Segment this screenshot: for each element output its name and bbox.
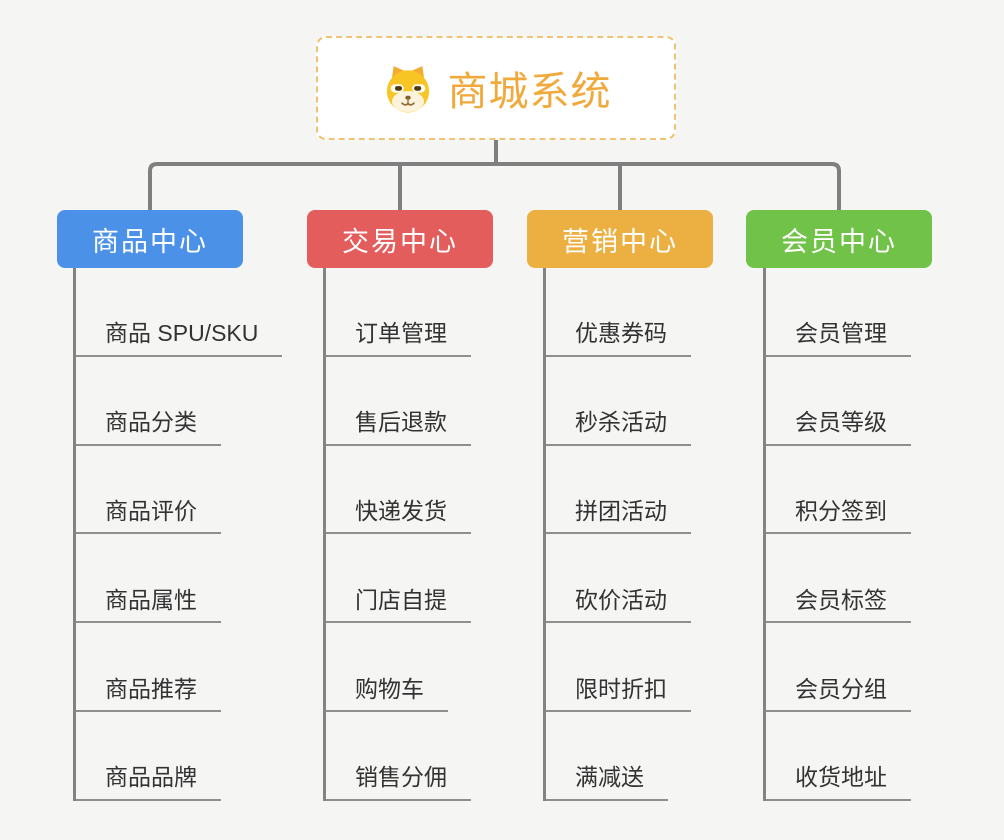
child-topic-label: 商品推荐 bbox=[73, 676, 221, 712]
child-topic-label: 会员管理 bbox=[763, 320, 911, 357]
branch-children: 商品 SPU/SKU 商品分类商品评价商品属性商品推荐商品品牌 bbox=[73, 268, 283, 801]
child-topic-label: 限时折扣 bbox=[543, 676, 691, 712]
child-topic-label: 订单管理 bbox=[323, 320, 471, 357]
child-topic-label: 收货地址 bbox=[763, 764, 911, 801]
child-topic-label: 会员等级 bbox=[763, 409, 911, 446]
child-topic[interactable]: 商品评价 bbox=[73, 446, 282, 535]
child-topic-label: 商品分类 bbox=[73, 409, 221, 446]
branch-trunk-line bbox=[763, 268, 766, 801]
child-topic-label: 会员分组 bbox=[763, 676, 911, 712]
child-topic-label: 商品品牌 bbox=[73, 764, 221, 801]
child-topic[interactable]: 商品推荐 bbox=[73, 623, 282, 712]
branch-topic-label: 交易中心 bbox=[342, 226, 458, 257]
child-topic[interactable]: 会员分组 bbox=[763, 623, 911, 712]
child-topic[interactable]: 购物车 bbox=[323, 623, 471, 712]
branch-children: 会员管理会员等级积分签到会员标签会员分组收货地址 bbox=[763, 268, 911, 801]
child-topic[interactable]: 快递发货 bbox=[323, 446, 471, 535]
child-topic-label: 商品 SPU/SKU bbox=[73, 320, 283, 357]
branch-topic-label: 商品中心 bbox=[92, 226, 208, 257]
root-topic[interactable]: 商城系统 bbox=[316, 36, 676, 140]
child-topic-label: 优惠券码 bbox=[543, 320, 691, 357]
child-topic[interactable]: 门店自提 bbox=[323, 534, 471, 624]
child-topic-label: 会员标签 bbox=[763, 587, 911, 624]
child-topic[interactable]: 拼团活动 bbox=[543, 446, 691, 535]
child-topic-label: 满减送 bbox=[543, 764, 668, 801]
child-topic-label: 销售分佣 bbox=[323, 764, 471, 801]
child-topic[interactable]: 商品品牌 bbox=[73, 712, 282, 801]
branch-topic[interactable]: 营销中心 bbox=[527, 210, 713, 268]
dog-face-icon bbox=[381, 63, 435, 113]
child-topic-label: 砍价活动 bbox=[543, 587, 691, 624]
branch-topic-label: 营销中心 bbox=[562, 226, 678, 257]
child-topic-label: 拼团活动 bbox=[543, 498, 691, 535]
child-topic[interactable]: 收货地址 bbox=[763, 712, 911, 801]
child-topic[interactable]: 商品属性 bbox=[73, 534, 282, 624]
branch-children: 优惠券码秒杀活动拼团活动砍价活动限时折扣满减送 bbox=[543, 268, 691, 801]
branch-children: 订单管理售后退款快递发货门店自提购物车销售分佣 bbox=[323, 268, 471, 801]
root-title: 商城系统 bbox=[447, 70, 612, 114]
child-topic-label: 购物车 bbox=[323, 676, 448, 712]
child-topic-label: 积分签到 bbox=[763, 498, 911, 535]
child-topic[interactable]: 满减送 bbox=[543, 712, 691, 801]
branch-topic[interactable]: 交易中心 bbox=[307, 210, 493, 268]
child-topic[interactable]: 商品 SPU/SKU bbox=[73, 268, 283, 357]
child-topic[interactable]: 售后退款 bbox=[323, 357, 471, 446]
branch-trunk-line bbox=[73, 268, 76, 801]
child-topic-label: 快递发货 bbox=[323, 498, 471, 535]
branch-topic[interactable]: 会员中心 bbox=[746, 210, 932, 268]
child-topic[interactable]: 优惠券码 bbox=[543, 268, 691, 357]
child-topic[interactable]: 订单管理 bbox=[323, 268, 471, 357]
branch-bus-line bbox=[148, 162, 841, 211]
child-topic-label: 门店自提 bbox=[323, 587, 471, 624]
child-topic[interactable]: 会员等级 bbox=[763, 357, 911, 446]
child-topic-label: 售后退款 bbox=[323, 409, 471, 446]
branch-topic[interactable]: 商品中心 bbox=[57, 210, 243, 268]
child-topic-label: 商品评价 bbox=[73, 498, 221, 535]
child-topic-label: 商品属性 bbox=[73, 587, 221, 624]
child-topic[interactable]: 商品分类 bbox=[73, 357, 282, 446]
branch-trunk-line bbox=[543, 268, 546, 801]
branch-trunk-line bbox=[323, 268, 326, 801]
child-topic[interactable]: 砍价活动 bbox=[543, 534, 691, 624]
child-topic[interactable]: 秒杀活动 bbox=[543, 357, 691, 446]
child-topic[interactable]: 会员标签 bbox=[763, 534, 911, 624]
child-topic[interactable]: 会员管理 bbox=[763, 268, 911, 357]
branch-topic-label: 会员中心 bbox=[781, 226, 897, 257]
child-topic[interactable]: 销售分佣 bbox=[323, 712, 471, 801]
child-topic[interactable]: 限时折扣 bbox=[543, 623, 691, 712]
child-topic-label: 秒杀活动 bbox=[543, 409, 691, 446]
child-topic[interactable]: 积分签到 bbox=[763, 446, 911, 535]
